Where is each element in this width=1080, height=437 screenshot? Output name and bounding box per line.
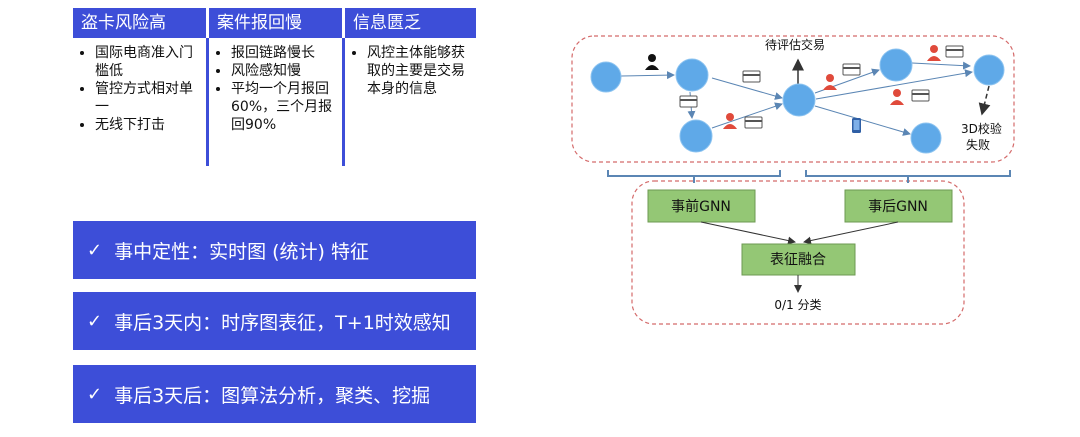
user-icon <box>823 74 837 90</box>
graph-node <box>910 122 942 154</box>
column-info-scarce: 风控主体能够获取的主要是交易本身的信息 <box>342 38 478 166</box>
column-slow-report: 报回链路慢长 风险感知慢 平均一个月报回60%，三个月报回90% <box>206 38 345 166</box>
user-icon <box>645 54 659 70</box>
graph-node <box>679 119 713 153</box>
list-item: 无线下打击 <box>95 116 205 134</box>
credit-card-icon <box>742 70 761 83</box>
check-icon: ✓ <box>87 383 103 405</box>
bar-text: 事中定性：实时图 (统计) 特征 <box>114 240 369 263</box>
post-to-fusion-edge <box>803 221 899 245</box>
pre-gnn-box <box>647 189 756 223</box>
user-icon <box>890 89 904 105</box>
graph-node <box>782 83 816 117</box>
list-item: 风险感知慢 <box>231 62 341 80</box>
bar-realtime: ✓ 事中定性：实时图 (统计) 特征 <box>73 221 476 279</box>
credit-card-icon <box>945 45 964 58</box>
fail-arrow <box>978 85 991 116</box>
credit-card-icon <box>911 89 930 102</box>
credit-card-icon <box>744 116 763 129</box>
graph-node <box>879 48 913 82</box>
post-gnn-label: 事后GNN <box>868 199 928 215</box>
output-label: 0/1 分类 <box>774 298 821 312</box>
header-theft-risk: 盗卡风险高 <box>73 8 206 38</box>
phone-icon <box>852 118 861 133</box>
user-icon <box>723 113 737 129</box>
header-info-scarce: 信息匮乏 <box>345 8 476 38</box>
check-icon: ✓ <box>87 310 103 332</box>
pending-transaction-label: 待评估交易 <box>765 37 825 52</box>
bar-text: 事后3天后：图算法分析，聚类、挖掘 <box>114 384 431 407</box>
bar-within-3-days: ✓ 事后3天内：时序图表征，T+1时效感知 <box>73 292 476 350</box>
pre-gnn-label: 事前GNN <box>671 198 731 215</box>
list-item: 管控方式相对单一 <box>95 80 205 116</box>
bar-after-3-days: ✓ 事后3天后：图算法分析，聚类、挖掘 <box>73 365 476 423</box>
column-theft-risk: 国际电商准入门槛低 管控方式相对单一 无线下打击 <box>73 38 209 166</box>
graph-node <box>590 61 622 93</box>
fusion-box <box>741 243 856 276</box>
user-icon <box>927 45 941 61</box>
graph-node <box>973 54 1005 86</box>
list-item: 国际电商准入门槛低 <box>95 44 205 80</box>
list-item: 风控主体能够获取的主要是交易本身的信息 <box>367 44 474 98</box>
check-icon: ✓ <box>87 239 103 261</box>
credit-card-icon <box>679 95 698 108</box>
3d-verify-label: 3D校验 <box>961 121 1002 136</box>
header-slow-report: 案件报回慢 <box>209 8 342 38</box>
graph-node <box>675 58 709 92</box>
pre-to-fusion-edge <box>700 221 796 245</box>
model-frame <box>631 180 965 325</box>
post-gnn-box <box>844 189 953 223</box>
graph-frame <box>571 35 1015 163</box>
brace-right <box>805 170 1011 183</box>
bar-text: 事后3天内：时序图表征，T+1时效感知 <box>114 311 451 334</box>
graph-edges <box>620 61 973 136</box>
fusion-label: 表征融合 <box>770 252 826 268</box>
credit-card-icon <box>842 63 861 76</box>
list-item: 平均一个月报回60%，三个月报回90% <box>231 80 341 134</box>
list-item: 报回链路慢长 <box>231 44 341 62</box>
3d-fail-label: 失败 <box>966 137 990 152</box>
brace-left <box>607 170 781 183</box>
